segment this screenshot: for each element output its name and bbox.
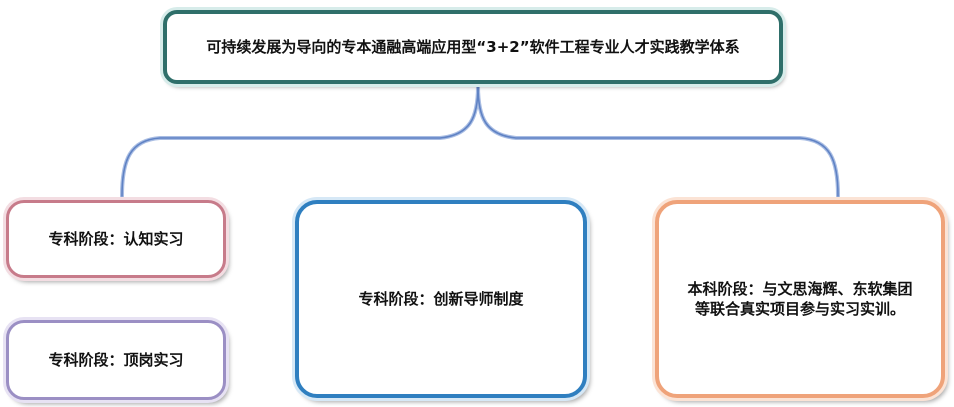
root-label: 可持续发展为导向的专本通融高端应用型“3+2”软件工程专业人才实践教学体系 bbox=[206, 37, 740, 56]
child-label-post-internship: 专科阶段：顶岗实习 bbox=[48, 350, 184, 369]
connector-trunk bbox=[120, 84, 480, 198]
child-node-undergraduate-project: 本科阶段：与文思海辉、东软集团等联合真实项目参与实习实训。 bbox=[655, 200, 945, 398]
connector-right-branch bbox=[476, 84, 840, 198]
child-label-innovation-mentor: 专科阶段：创新导师制度 bbox=[358, 289, 524, 308]
connector-left-line bbox=[121, 85, 479, 197]
child-label-undergraduate-project: 本科阶段：与文思海辉、东软集团等联合真实项目参与实习实训。 bbox=[687, 279, 913, 318]
child-label-cognitive-internship: 专科阶段：认知实习 bbox=[48, 229, 184, 248]
connector-right-line bbox=[477, 85, 839, 197]
root-node: 可持续发展为导向的专本通融高端应用型“3+2”软件工程专业人才实践教学体系 bbox=[163, 10, 783, 84]
child-node-innovation-mentor: 专科阶段：创新导师制度 bbox=[295, 200, 587, 398]
child-node-cognitive-internship: 专科阶段：认知实习 bbox=[6, 200, 226, 278]
child-node-post-internship: 专科阶段：顶岗实习 bbox=[6, 320, 226, 400]
